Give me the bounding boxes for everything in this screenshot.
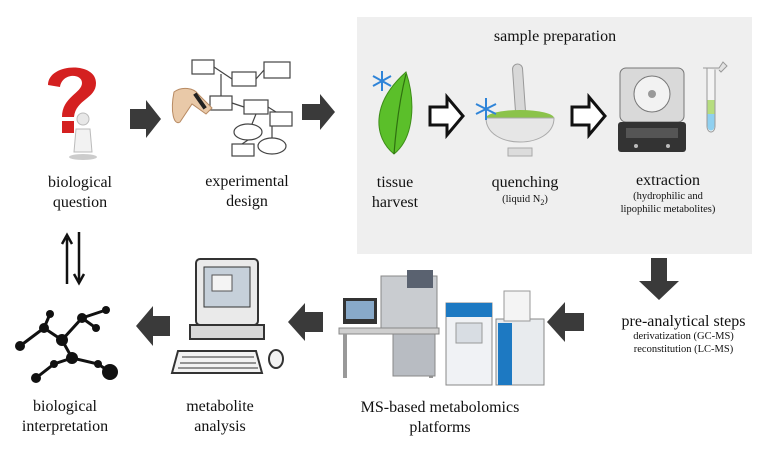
snowflake-icon <box>372 71 392 91</box>
arrow-down <box>639 258 679 300</box>
extraction-label: extraction <box>636 172 700 189</box>
biological-question-label: biological question <box>48 174 112 211</box>
biological-interpretation-label: biological interpretation <box>21 398 109 435</box>
mortar-pestle-icon <box>485 63 555 157</box>
arrow-right-1 <box>130 100 161 138</box>
hollow-arrow-2 <box>570 92 607 140</box>
ms-platforms-label: MS-based metabolomics platforms <box>360 399 520 436</box>
test-tube-icon <box>703 61 728 133</box>
hollow-arrow-1 <box>428 92 465 140</box>
gc-ms-instrument-icon <box>338 270 440 378</box>
computer-icon <box>170 258 284 374</box>
quenching-note: (liquid N2) <box>502 194 548 208</box>
arrow-left-2 <box>288 303 323 341</box>
snowflake-icon <box>475 98 497 120</box>
quenching-label: quenching <box>491 174 559 191</box>
lc-ms-instrument-icon <box>445 290 545 386</box>
bidirectional-arrow <box>60 232 86 286</box>
arrow-left-3 <box>136 306 170 346</box>
centrifuge-icon <box>618 67 686 152</box>
pre-analytical-label: pre-analytical steps <box>621 313 746 330</box>
panel-title: sample preparation <box>493 28 617 45</box>
tissue-harvest-label: tissue harvest <box>371 174 419 211</box>
arrow-right-2 <box>302 94 335 130</box>
pre-analytical-note: derivatization (GC-MS) reconstitution (L… <box>633 331 734 355</box>
experimental-design-label: experimental design <box>205 173 289 210</box>
arrow-left-1 <box>547 302 584 342</box>
sample-preparation-panel <box>357 17 752 254</box>
question-mark-icon <box>48 67 97 160</box>
leaf-icon <box>378 71 413 155</box>
extraction-note: (hydrophilic and lipophilic metabolites) <box>620 191 716 215</box>
metabolite-analysis-label: metabolite analysis <box>186 398 254 435</box>
network-icon <box>15 306 118 383</box>
flowchart-drawing-icon <box>171 59 293 157</box>
